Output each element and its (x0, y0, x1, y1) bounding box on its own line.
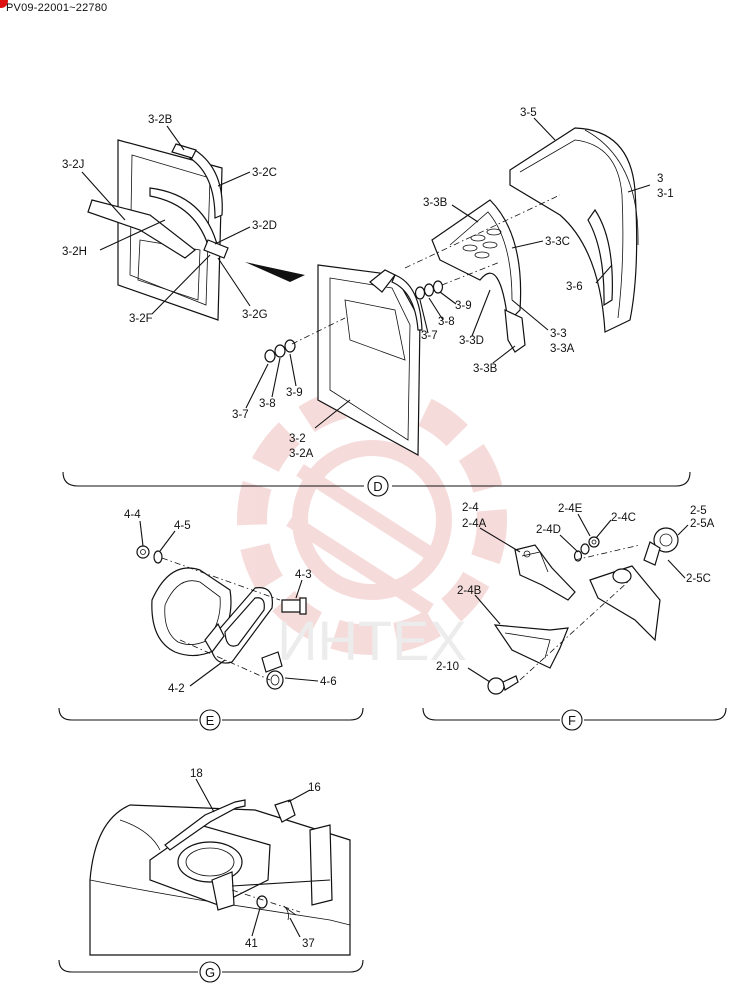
washer-set-left (264, 317, 346, 363)
section-f: 2-4 2-4A 2-4E 2-4C 2-4D 2-5 2-5A 2-5C 2-… (422, 502, 727, 731)
bolt-2-10 (487, 675, 519, 695)
direction-arrow-icon (245, 262, 305, 282)
vent-grille (462, 228, 502, 259)
label-3-8-right: 3-8 (438, 316, 455, 328)
connector-2-5A (643, 527, 679, 566)
label-2-5C: 2-5C (686, 573, 711, 585)
clamp-16 (274, 799, 296, 823)
label-2-4E: 2-4E (558, 503, 583, 515)
labels-d: 3-2J 3-2B 3-2C 3-2D 3-2H 3-2G 3-2F 3-5 3… (62, 107, 674, 460)
clip-3-2G (203, 239, 229, 259)
bolt-4-3 (281, 597, 307, 615)
section-g: 18 16 41 37 G (58, 768, 364, 983)
label-3-3: 3-3 (550, 328, 567, 340)
labels-e: 4-4 4-5 4-3 4-2 4-6 (124, 509, 337, 695)
label-4-6: 4-6 (320, 676, 337, 688)
clip-3-2B (171, 143, 197, 159)
label-3-2J: 3-2J (62, 159, 84, 171)
label-41: 41 (245, 938, 258, 950)
label-18: 18 (190, 768, 203, 780)
corner-marker (0, 0, 8, 8)
section-letter-f: F (568, 713, 576, 728)
nut-2-4C (588, 536, 600, 548)
label-3-2: 3-2 (289, 433, 306, 445)
leaders-g (195, 778, 311, 938)
label-3-3B-top: 3-3B (423, 197, 448, 209)
label-3-1: 3-1 (657, 188, 674, 200)
label-4-5: 4-5 (174, 520, 191, 532)
section-bracket-f: F (422, 707, 727, 731)
label-4-2: 4-2 (168, 683, 185, 695)
section-bracket-g: G (58, 959, 364, 983)
label-2-4D: 2-4D (536, 524, 561, 536)
label-3-2H: 3-2H (62, 246, 87, 258)
label-3-3B-bottom: 3-3B (473, 363, 498, 375)
label-3-2G: 3-2G (242, 309, 268, 321)
leaders-e (139, 520, 319, 687)
washer-set-right (414, 261, 501, 300)
deflector-3-2J (87, 199, 196, 259)
washer-2-4E (580, 543, 590, 555)
washer-41 (256, 895, 268, 909)
flange-4-2 (204, 587, 273, 664)
damper-flange (149, 824, 271, 906)
label-3-2D: 3-2D (252, 220, 277, 232)
label-3-9-right: 3-9 (455, 300, 472, 312)
label-2-10: 2-10 (436, 661, 459, 673)
label-3-5: 3-5 (520, 107, 537, 119)
label-2-4B: 2-4B (457, 585, 482, 597)
label-37: 37 (302, 938, 315, 950)
label-3: 3 (657, 173, 663, 185)
watermark: ИНТЕХ (237, 385, 507, 672)
bracket-2-4B (493, 624, 569, 669)
section-letter-g: G (205, 965, 215, 980)
label-3-6: 3-6 (566, 281, 583, 293)
labels-f: 2-4 2-4A 2-4E 2-4C 2-4D 2-5 2-5A 2-5C 2-… (436, 502, 715, 673)
shell-3-1 (509, 127, 639, 333)
label-2-5: 2-5 (690, 505, 707, 517)
washer-4-5 (153, 550, 163, 564)
shaft (231, 879, 331, 887)
label-3-7-right: 3-7 (421, 330, 438, 342)
label-3-3D: 3-3D (459, 335, 484, 347)
label-4-4: 4-4 (124, 509, 141, 521)
rod-18 (164, 799, 246, 851)
label-2-4A: 2-4A (462, 518, 487, 530)
label-2-4C: 2-4C (611, 512, 636, 524)
connector-4-6 (261, 651, 284, 690)
label-3-7-left: 3-7 (232, 409, 249, 421)
leaders-d (81, 117, 651, 429)
serial-range-header: PV09-22001~22780 (6, 2, 108, 14)
section-bracket-e: E (58, 707, 364, 731)
label-3-2F: 3-2F (129, 313, 153, 325)
label-3-2A: 3-2A (289, 448, 314, 460)
label-3-2C: 3-2C (252, 167, 277, 179)
arc-strip-3-2C (189, 149, 223, 219)
post-bracket (309, 824, 333, 906)
section-letter-d: D (373, 479, 382, 494)
section-e: 4-4 4-5 4-3 4-2 4-6 E (58, 509, 364, 731)
label-3-3A: 3-3A (550, 343, 575, 355)
arm-plate (211, 871, 235, 911)
section-d: 3-2J 3-2B 3-2C 3-2D 3-2H 3-2G 3-2F 3-5 3… (62, 107, 691, 497)
label-16: 16 (308, 782, 321, 794)
watermark-text: ИНТЕХ (277, 609, 467, 672)
label-3-8-left: 3-8 (259, 398, 276, 410)
label-4-3: 4-3 (295, 569, 312, 581)
leaders-f (467, 513, 689, 683)
labels-g: 18 16 41 37 (190, 768, 321, 950)
section-bracket-d: D (62, 471, 691, 497)
label-3-9-left: 3-9 (286, 387, 303, 399)
cover-3-3 (431, 199, 526, 353)
label-2-4: 2-4 (462, 502, 479, 514)
label-3-2B: 3-2B (148, 114, 173, 126)
section-letter-e: E (206, 713, 215, 728)
nut-4-4 (136, 545, 150, 559)
duct-housing-3-2 (317, 264, 423, 457)
bracket-2-4 (514, 544, 576, 601)
label-3-3C: 3-3C (545, 236, 570, 248)
bracket-2-5 (589, 565, 661, 642)
label-2-5A: 2-5A (690, 518, 715, 530)
